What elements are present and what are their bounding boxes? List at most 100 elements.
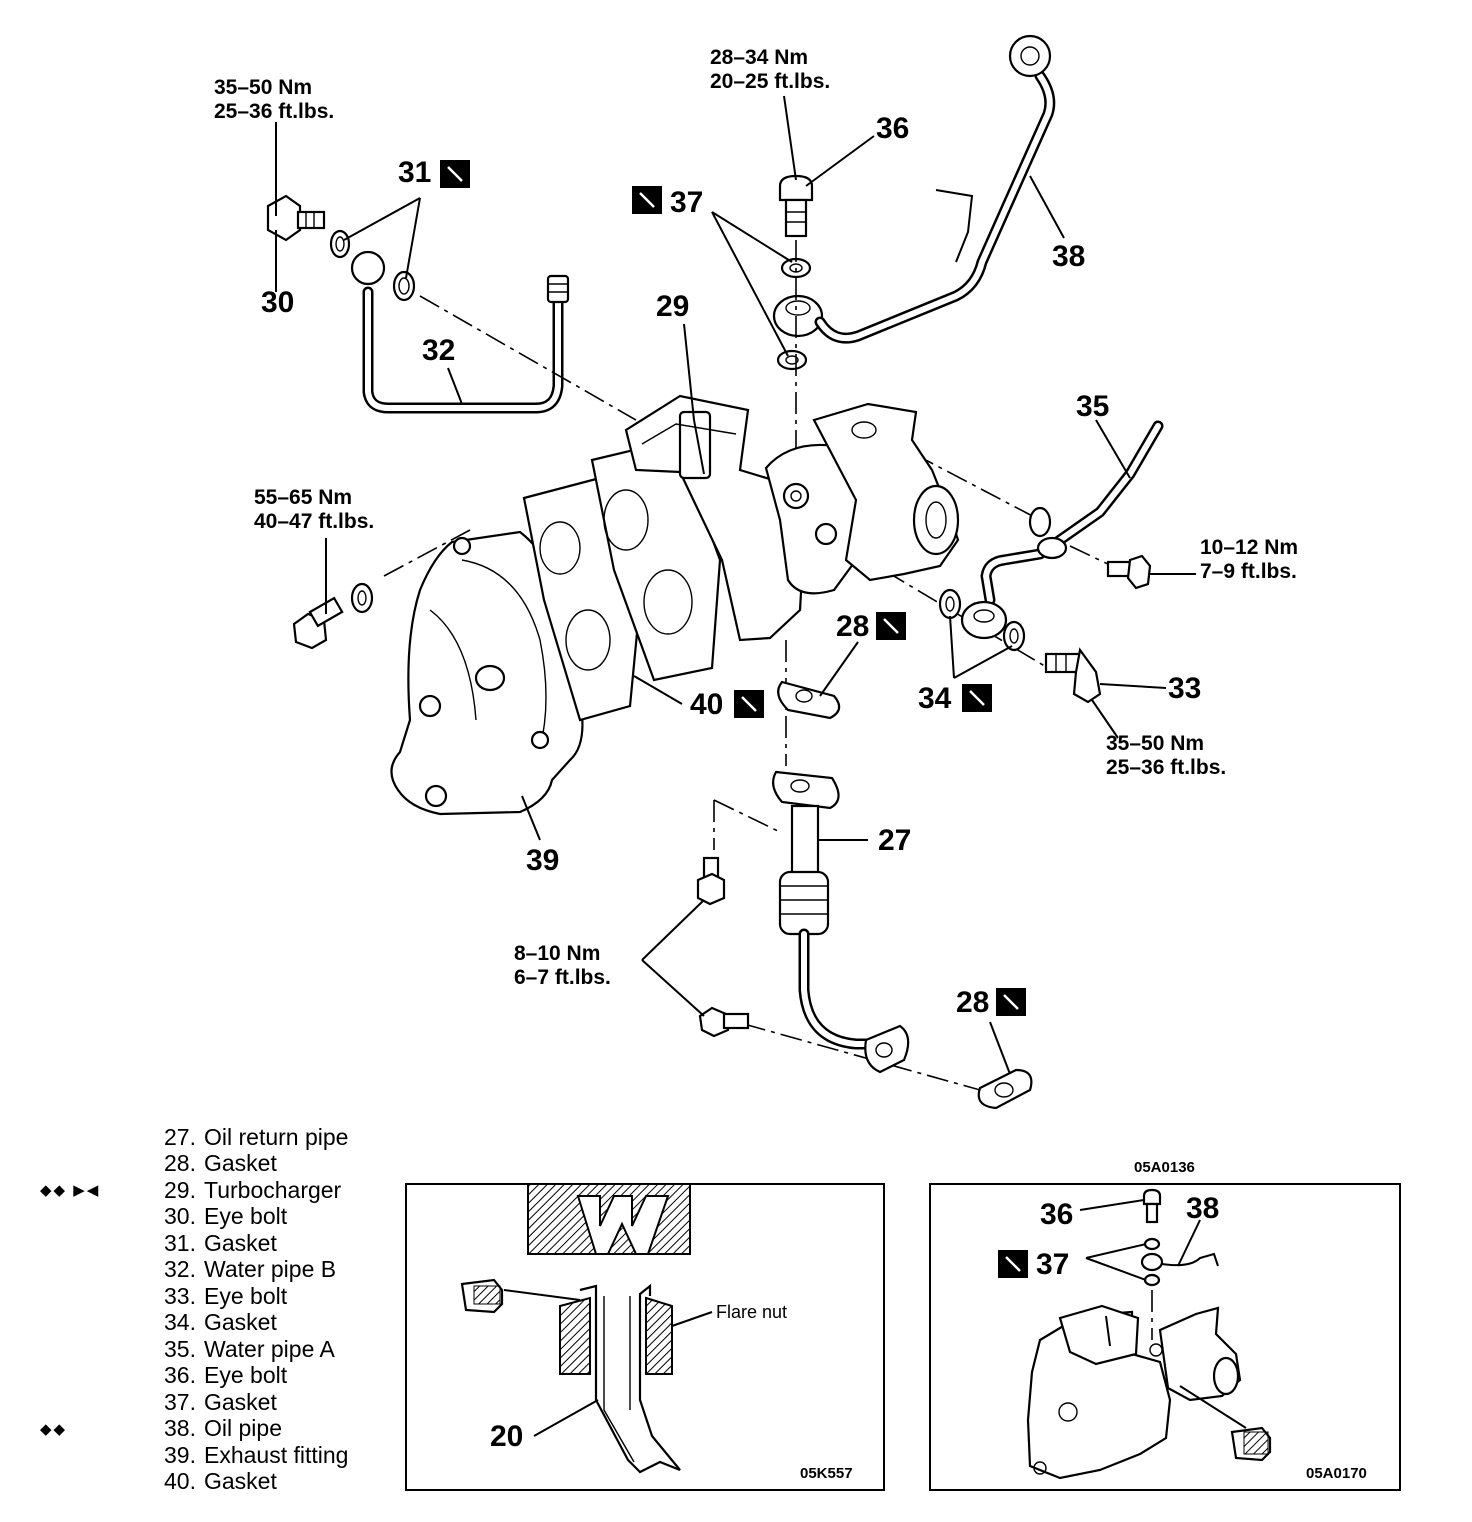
- new-part-icon-slash: [969, 690, 985, 706]
- figure-code-right: 05A0170: [1306, 1465, 1367, 1482]
- callout-37: 37: [670, 186, 703, 219]
- new-part-icon-slash: [1003, 994, 1019, 1010]
- torque-pipe-a-bolt-nm: 10–12 Nm: [1200, 536, 1298, 559]
- callout-28-lower: 28: [956, 986, 989, 1019]
- legend-number: 31.: [164, 1229, 196, 1256]
- legend-number: 29.: [164, 1176, 196, 1203]
- legend-number: 40.: [164, 1468, 196, 1495]
- legend-item: ◆◆ ▶◀ 29. Turbocharger: [40, 1177, 400, 1204]
- callout-36: 36: [876, 112, 909, 145]
- legend-text: Gasket: [204, 1309, 277, 1336]
- water-pipe-b: [350, 250, 570, 414]
- callouts: 30 31 32 29 36 37 38 35 28 40 34 33 39 2…: [261, 112, 1201, 1019]
- legend-item: 37. Gasket: [40, 1389, 400, 1416]
- inset-callout-36: 36: [1040, 1198, 1073, 1231]
- legend-text: Eye bolt: [204, 1282, 288, 1309]
- legend-text: Gasket: [204, 1150, 277, 1177]
- callout-28-upper: 28: [836, 610, 869, 643]
- oil-pipe-38: [772, 34, 1056, 344]
- legend-number: 28.: [164, 1150, 196, 1177]
- new-part-icon-slash: [883, 618, 899, 634]
- torque-eyebolt-30-nm: 35–50 Nm: [214, 76, 312, 99]
- inset-flare-nut: Flare nut 20 05K557: [405, 1183, 885, 1491]
- gasket-31: [329, 229, 416, 302]
- gasket-28-upper: [777, 680, 841, 720]
- inset-callout-38: 38: [1186, 1192, 1219, 1225]
- service-mark-icon: ◆◆ ▶◀: [40, 1182, 101, 1200]
- eye-bolt-33: [1044, 647, 1102, 704]
- callout-29: 29: [656, 290, 689, 323]
- new-part-icon-slash: [639, 192, 655, 208]
- legend-number: 32.: [164, 1256, 196, 1283]
- legend-text: Eye bolt: [204, 1362, 288, 1389]
- new-part-icon-slash: [1005, 1256, 1021, 1272]
- legend-item: 33. Eye bolt: [40, 1283, 400, 1310]
- torque-eyebolt-33-nm: 35–50 Nm: [1106, 732, 1204, 755]
- torque-eyebolt-36-ftlb: 20–25 ft.lbs.: [710, 70, 830, 93]
- legend-number: 35.: [164, 1335, 196, 1362]
- figure-code-left: 05K557: [800, 1465, 853, 1482]
- gasket-40: [522, 438, 722, 722]
- callout-33: 33: [1168, 672, 1201, 705]
- torque-specs: 35–50 Nm 25–36 ft.lbs. 28–34 Nm 20–25 ft…: [214, 46, 1298, 989]
- eye-bolt-30: [266, 194, 326, 242]
- torque-manifold-nm: 55–65 Nm: [254, 486, 352, 509]
- legend-text: Gasket: [204, 1388, 277, 1415]
- legend-text: Oil return pipe: [204, 1123, 349, 1150]
- legend-text: Exhaust fitting: [204, 1441, 349, 1468]
- legend-number: 27.: [164, 1123, 196, 1150]
- legend-number: 39.: [164, 1441, 196, 1468]
- legend-number: 30.: [164, 1203, 196, 1230]
- inset-callout-37: 37: [1036, 1248, 1069, 1281]
- legend-item: 39. Exhaust fitting: [40, 1442, 400, 1469]
- legend-item: 27. Oil return pipe: [40, 1124, 400, 1151]
- torque-eyebolt-30-ftlb: 25–36 ft.lbs.: [214, 100, 334, 123]
- parts-legend: 27. Oil return pipe 28. Gasket ◆◆ ▶◀ 29. Turbo…: [40, 1124, 400, 1495]
- exhaust-fitting-39: [390, 530, 584, 816]
- bolt-water-pipe-a: [1106, 554, 1152, 590]
- legend-number: 36.: [164, 1362, 196, 1389]
- legend-number: 38.: [164, 1415, 196, 1442]
- legend-item: 28. Gasket: [40, 1150, 400, 1178]
- legend-item: 34. Gasket: [40, 1309, 400, 1337]
- service-mark-icon: ◆◆: [40, 1420, 68, 1438]
- gasket-28-lower: [977, 1068, 1033, 1110]
- callout-20: 20: [490, 1420, 523, 1453]
- callout-38: 38: [1052, 240, 1085, 273]
- flare-nut-label: Flare nut: [716, 1302, 787, 1322]
- callout-40: 40: [690, 688, 723, 721]
- legend-item: 32. Water pipe B: [40, 1256, 400, 1284]
- legend-text: Eye bolt: [204, 1203, 288, 1230]
- callout-27: 27: [878, 824, 911, 857]
- legend-text: Turbocharger: [204, 1176, 342, 1203]
- callout-31: 31: [398, 156, 431, 189]
- legend-number: 37.: [164, 1388, 196, 1415]
- legend-item: 31.Gasket: [40, 1230, 400, 1257]
- legend-text: Oil pipe: [204, 1415, 282, 1442]
- manifold-bolt: [292, 582, 374, 650]
- legend-text: Water pipe B: [204, 1256, 337, 1283]
- figure-code-main: 05A0136: [1134, 1159, 1195, 1176]
- callout-32: 32: [422, 334, 455, 367]
- torque-eyebolt-36-nm: 28–34 Nm: [710, 46, 808, 69]
- torque-return-bolts-ftlb: 6–7 ft.lbs.: [514, 966, 611, 989]
- torque-eyebolt-33-ftlb: 25–36 ft.lbs.: [1106, 756, 1226, 779]
- legend-item: 35.Water pipe A: [40, 1336, 400, 1363]
- legend-number: 33.: [164, 1282, 196, 1309]
- oil-return-bolts: [696, 856, 750, 1038]
- new-part-icon-slash: [447, 166, 463, 182]
- torque-return-bolts-nm: 8–10 Nm: [514, 942, 600, 965]
- legend-item: 40. Gasket: [40, 1468, 400, 1496]
- eye-bolt-36: [778, 174, 814, 238]
- water-pipe-a: [960, 420, 1164, 640]
- torque-pipe-a-bolt-ftlb: 7–9 ft.lbs.: [1200, 560, 1297, 583]
- oil-return-pipe-27: [771, 770, 910, 1074]
- legend-number: 34.: [164, 1309, 196, 1336]
- legend-item: 30. Eye bolt: [40, 1203, 400, 1231]
- legend-text: Gasket: [204, 1468, 277, 1495]
- leader-lines: [275, 95, 1196, 1075]
- gasket-34: [938, 588, 1026, 652]
- legend-item: 36. Eye bolt: [40, 1362, 400, 1390]
- inset-installed-view: 36 37 38 05A0170: [929, 1183, 1401, 1491]
